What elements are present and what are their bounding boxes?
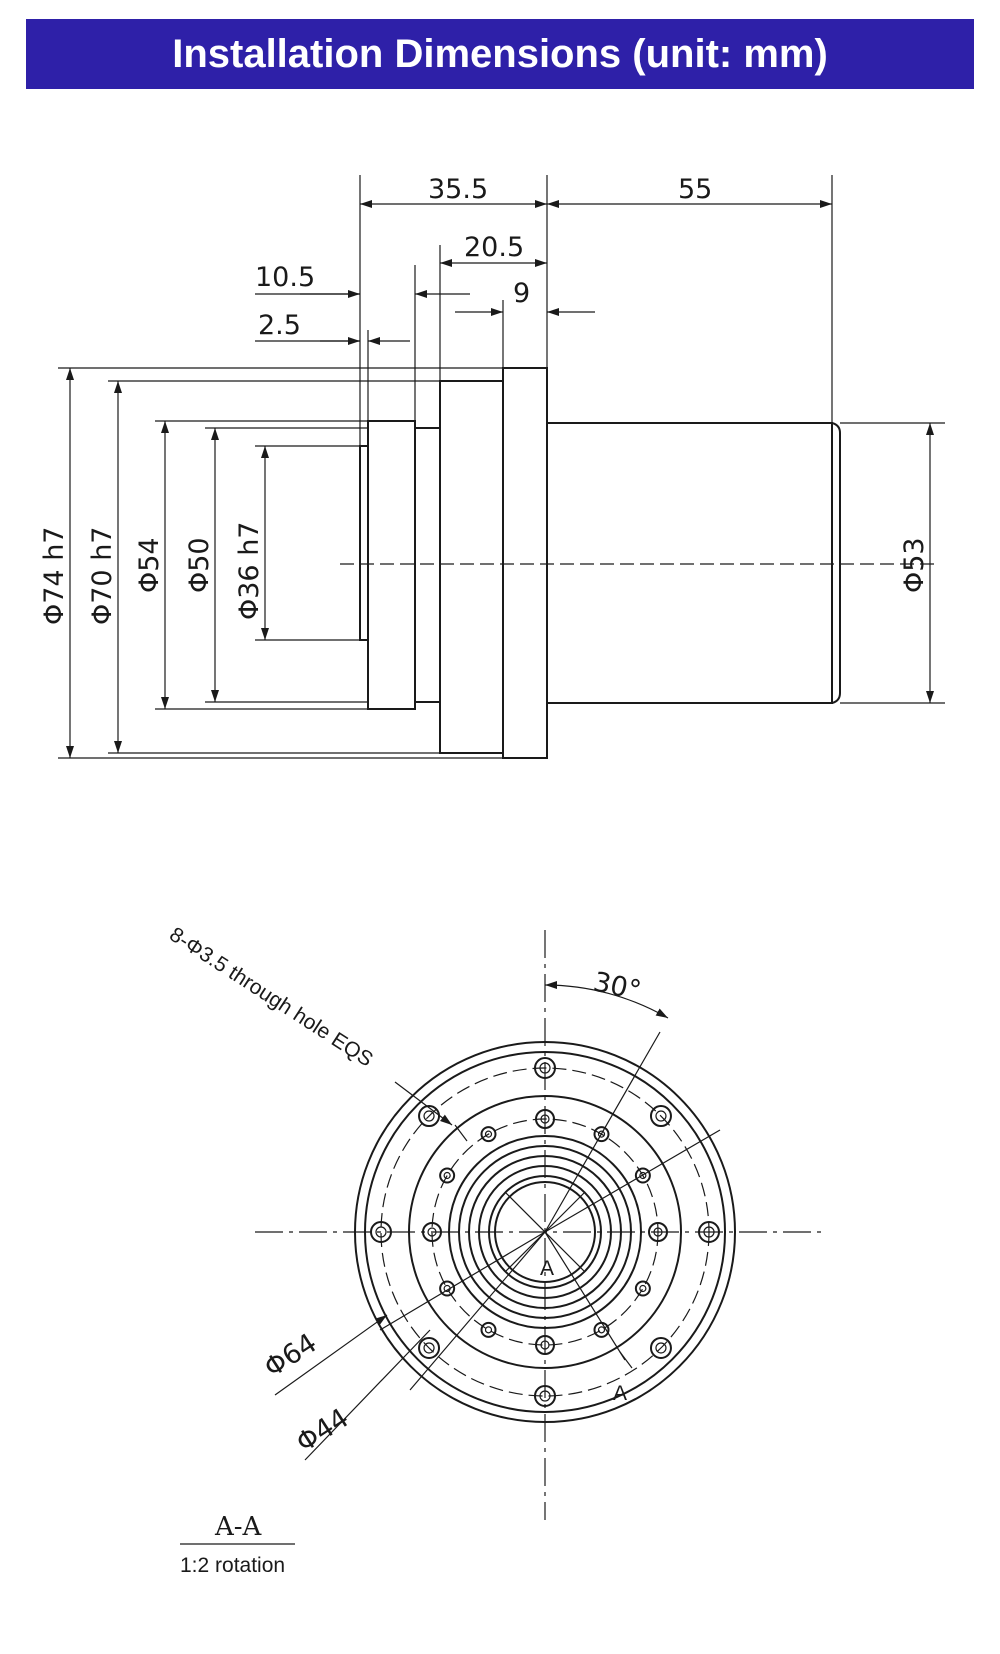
dim-2-5: 2.5 xyxy=(258,310,301,341)
inner-hole-7-bore xyxy=(540,1340,550,1350)
section-mark-a2: A xyxy=(613,1382,627,1405)
dim-55: 55 xyxy=(678,174,712,205)
inner-hole-11-bore xyxy=(443,1171,451,1180)
outer-hole-8-bore xyxy=(423,1110,435,1122)
hole-note: 8-Φ3.5 through hole EQS xyxy=(165,923,377,1072)
inner-hole-7 xyxy=(535,1335,555,1355)
dim-dia-50: Φ50 xyxy=(184,537,215,593)
dia-64-label: Φ64 xyxy=(259,1328,323,1384)
angle-30: 30° xyxy=(591,967,644,1007)
inner-hole-9 xyxy=(439,1280,456,1297)
inner-hole-10 xyxy=(422,1222,442,1242)
page-title: Installation Dimensions (unit: mm) xyxy=(26,19,974,89)
inner-hole-1-bore xyxy=(540,1114,550,1124)
outer-hole-3 xyxy=(698,1221,720,1243)
inner-hole-12 xyxy=(480,1126,497,1143)
inner-hole-8 xyxy=(480,1321,497,1338)
dim-dia-36: Φ36 h7 xyxy=(234,522,265,620)
outer-hole-5 xyxy=(534,1385,556,1407)
inner-hole-4-bore xyxy=(653,1227,663,1237)
inner-hole-10-bore xyxy=(427,1227,437,1237)
dim-10-5: 10.5 xyxy=(255,262,315,293)
dim-20-5: 20.5 xyxy=(464,232,524,263)
dim-dia-70: Φ70 h7 xyxy=(87,527,118,625)
section-mark-a1: A xyxy=(540,1257,554,1280)
dim-dia-53: Φ53 xyxy=(899,537,930,593)
flange-shape xyxy=(439,380,504,754)
outer-hole-7-bore xyxy=(375,1226,387,1238)
inner-hole-3 xyxy=(634,1167,651,1184)
inner-hole-6-bore xyxy=(597,1326,606,1334)
inner-hole-2 xyxy=(593,1126,610,1143)
outer-hole-6-bore xyxy=(423,1342,435,1354)
inner-hole-5 xyxy=(634,1280,651,1297)
outer-hole-5-bore xyxy=(539,1390,551,1402)
pilot-shape xyxy=(367,420,416,710)
outer-hole-1 xyxy=(534,1057,556,1079)
outer-rim-circle xyxy=(354,1041,736,1423)
inner-hole-3-bore xyxy=(639,1171,647,1180)
outer-hole-4-bore xyxy=(655,1342,667,1354)
dia-44-label: Φ44 xyxy=(291,1403,355,1459)
outer-hole-6 xyxy=(418,1336,441,1359)
dim-35-5: 35.5 xyxy=(428,174,488,205)
shaft-body-shape xyxy=(546,422,833,704)
inner-hole-5-bore xyxy=(639,1284,647,1293)
inner-hole-2-bore xyxy=(597,1130,606,1138)
outer-hole-1-bore xyxy=(539,1062,551,1074)
section-title: A-A xyxy=(214,1512,263,1542)
outer-hole-7 xyxy=(370,1221,392,1243)
bolt-circle-44 xyxy=(431,1118,659,1346)
outer-hole-2-bore xyxy=(655,1110,667,1122)
front-view: 30° Φ64 Φ44 8-Φ3.5 through hole EQS A A … xyxy=(165,923,825,1577)
inner-hole-9-bore xyxy=(443,1284,451,1293)
inner-hole-11 xyxy=(439,1167,456,1184)
outer-hole-8 xyxy=(418,1105,441,1128)
flange-rim-shape xyxy=(502,367,548,759)
mounting-holes xyxy=(370,1057,720,1407)
inner-hole-1 xyxy=(535,1109,555,1129)
outer-hole-2 xyxy=(649,1105,672,1128)
spigot-shape xyxy=(359,445,369,641)
outer-hole-3-bore xyxy=(703,1226,715,1238)
inner-hole-4 xyxy=(648,1222,668,1242)
dim-dia-74: Φ74 h7 xyxy=(39,527,70,625)
section-note: 1:2 rotation xyxy=(180,1554,285,1577)
dim-dia-54: Φ54 xyxy=(134,537,165,593)
bolt-circle-64 xyxy=(380,1067,710,1397)
step-shape xyxy=(414,427,441,703)
dim-9: 9 xyxy=(513,278,530,309)
inner-hole-6 xyxy=(593,1321,610,1338)
inner-hole-8-bore xyxy=(484,1326,493,1334)
inner-hole-12-bore xyxy=(484,1130,493,1138)
side-view: 35.5 55 20.5 10.5 9 2.5 Φ74 h7 Φ70 h7 Φ5… xyxy=(39,174,945,759)
outer-hole-4 xyxy=(649,1336,672,1359)
